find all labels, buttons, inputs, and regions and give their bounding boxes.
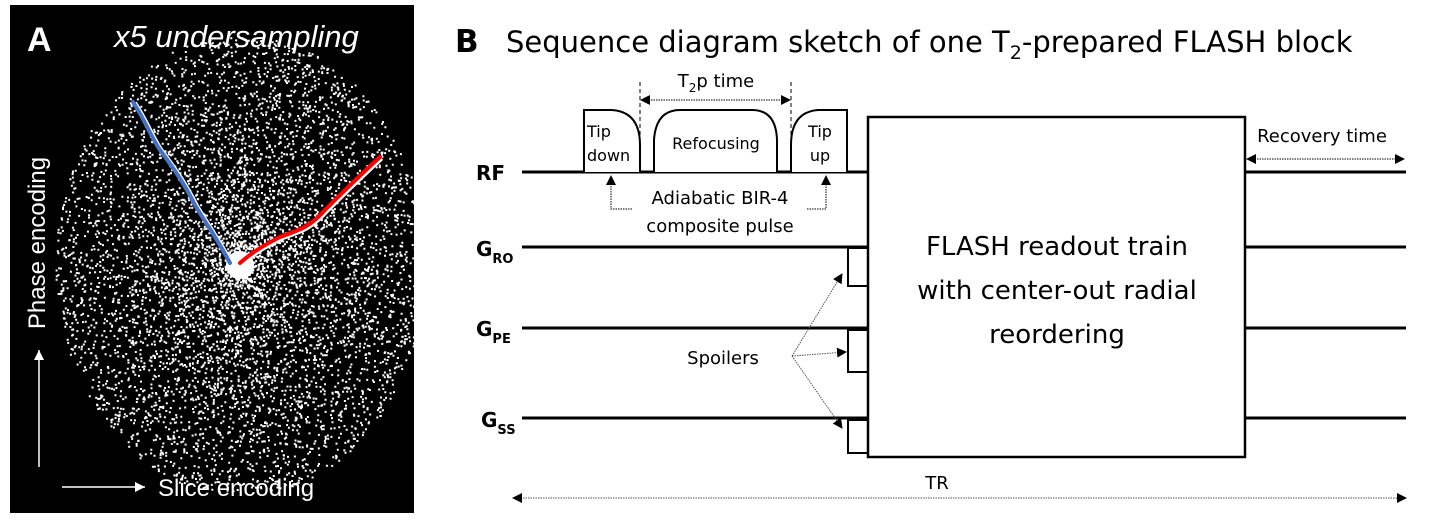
tr-label: TR: [924, 473, 949, 494]
refocusing-pulse: [653, 109, 778, 172]
channel-label-rf: RF: [476, 161, 505, 185]
phase-encoding-arrow-head: [34, 350, 44, 360]
trajectory-left: [131, 100, 232, 265]
flash-readout-box: [866, 115, 1247, 459]
kspace-sampling-pattern: [34, 37, 414, 494]
slice-encoding-label: Slice encoding: [158, 475, 315, 502]
panel-a-title: x5 undersampling: [114, 19, 359, 54]
tip-up-label-1: Tip: [807, 122, 832, 141]
composite-label-2: composite pulse: [646, 216, 793, 237]
refocusing-label: Refocusing: [672, 134, 760, 153]
channel-label-gro: GRO: [476, 237, 513, 267]
spoiler-gss: [847, 419, 868, 454]
panel-a-kspace: A x5 undersampling Phase encoding Slice …: [10, 5, 414, 513]
spoilers-label: Spoilers: [687, 348, 759, 369]
panel-b-letter: B: [455, 24, 479, 60]
channel-label-gpe: GPE: [476, 317, 511, 347]
slice-encoding-arrow-head: [135, 482, 145, 492]
readout-label-2: with center-out radial: [917, 276, 1197, 306]
readout-label-3: reordering: [989, 320, 1125, 350]
readout-label-1: FLASH readout train: [926, 232, 1188, 262]
tip-down-label-1: Tip: [586, 122, 611, 141]
t2p-label: T2p time: [677, 71, 754, 95]
tip-up-label-2: up: [810, 146, 830, 165]
spoiler-gpe: [847, 329, 868, 373]
composite-arrow-left: [606, 175, 632, 210]
spoiler-arrow-gro: [791, 273, 843, 357]
tip-down-label-2: down: [587, 146, 630, 165]
trajectory-right: [238, 155, 382, 265]
tip-up-pulse: [790, 109, 848, 172]
composite-label-1: Adiabatic BIR-4: [652, 188, 789, 209]
spoiler-arrow-gpe: [791, 347, 847, 358]
channel-label-gss: GSS: [481, 408, 516, 438]
composite-arrow-right: [807, 175, 831, 210]
tip-down-pulse: [583, 109, 641, 172]
spoiler-arrow-gss: [791, 355, 843, 429]
panel-b-title: Sequence diagram sketch of one T2-prepar…: [506, 25, 1353, 64]
spoiler-gro: [847, 247, 868, 287]
recovery-time-label: Recovery time: [1257, 126, 1387, 147]
panel-a-letter: A: [27, 21, 52, 59]
